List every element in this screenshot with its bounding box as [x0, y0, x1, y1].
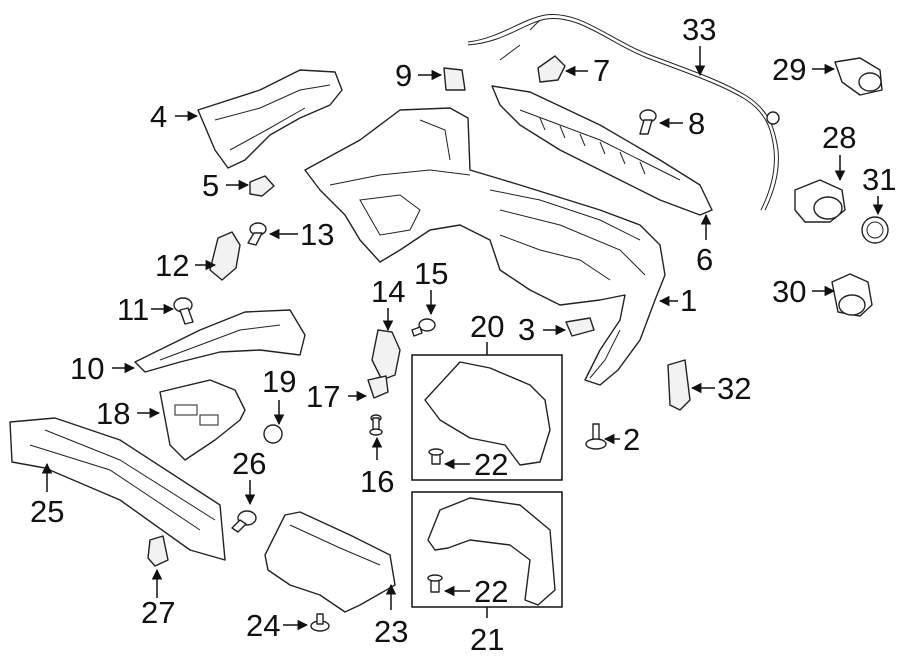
callout-17: 17 [306, 379, 340, 414]
wiring-harness-part [467, 13, 780, 211]
callout-24: 24 [246, 608, 280, 643]
callout-25: 25 [30, 494, 64, 529]
callout-4: 4 [150, 99, 167, 134]
retainer-part [537, 55, 566, 83]
side-bracket-part [209, 231, 241, 281]
callout-27: 27 [141, 595, 175, 630]
callout-30: 30 [772, 274, 806, 309]
callout-labels: 1 2 3 4 5 6 7 8 9 10 11 12 13 14 15 16 1… [30, 12, 896, 657]
parking-sensor-28-part [794, 179, 846, 223]
callout-5: 5 [202, 168, 219, 203]
callout-29: 29 [772, 52, 806, 87]
callout-3: 3 [518, 312, 535, 347]
inset-box-21 [411, 491, 563, 608]
callout-20: 20 [470, 309, 504, 344]
callout-12: 12 [155, 248, 189, 283]
screw-part [639, 109, 657, 135]
callout-11: 11 [117, 292, 149, 327]
callout-22-lower: 22 [474, 574, 508, 609]
callout-16: 16 [360, 464, 394, 499]
inset-box-20 [411, 354, 563, 481]
bracket-left-part [197, 69, 343, 169]
clip-17-part [367, 375, 389, 399]
callout-23: 23 [374, 614, 408, 649]
fastener-24-part [310, 613, 330, 632]
callout-9: 9 [395, 58, 412, 93]
grommet-part [263, 424, 283, 444]
support-bracket-part [134, 309, 306, 373]
bolt-part [173, 297, 194, 325]
callout-21: 21 [470, 622, 504, 657]
screw-13-part [247, 222, 267, 246]
mount-bracket-part [147, 535, 169, 567]
parking-sensor-30-part [831, 273, 873, 317]
callout-18: 18 [96, 396, 130, 431]
bolt-26-part [231, 510, 257, 533]
bracket-14-part [371, 329, 401, 381]
parking-sensor-29-part [834, 57, 883, 96]
callout-15: 15 [414, 256, 448, 291]
callout-33: 33 [682, 12, 716, 47]
callout-31: 31 [862, 162, 896, 197]
callout-7: 7 [593, 53, 610, 88]
push-pin-part [369, 414, 383, 436]
impact-bar-part [9, 417, 226, 561]
callout-32: 32 [717, 371, 751, 406]
sensor-bracket-part [667, 359, 691, 411]
bracket-3-part [565, 317, 595, 337]
heat-shield-part [159, 379, 246, 461]
callout-1: 1 [680, 283, 697, 318]
small-bracket-part [443, 67, 466, 91]
callout-26: 26 [232, 446, 266, 481]
callout-28: 28 [822, 120, 856, 155]
callout-22-upper: 22 [474, 447, 508, 482]
callout-13: 13 [300, 217, 334, 252]
undertray-part [264, 511, 396, 613]
callout-14: 14 [371, 274, 405, 309]
callout-8: 8 [688, 106, 705, 141]
sensor-ring-31-part [861, 216, 889, 244]
callout-10: 10 [70, 351, 104, 386]
energy-absorber-part [491, 85, 713, 216]
callout-6: 6 [696, 242, 713, 277]
leader-lines [41, 46, 884, 631]
screw-2-part [585, 423, 607, 450]
bumper-cover-part [304, 107, 666, 386]
callout-2: 2 [623, 422, 640, 457]
clip-part [249, 175, 275, 197]
callout-19: 19 [262, 364, 296, 399]
screw-15-part [411, 318, 436, 337]
